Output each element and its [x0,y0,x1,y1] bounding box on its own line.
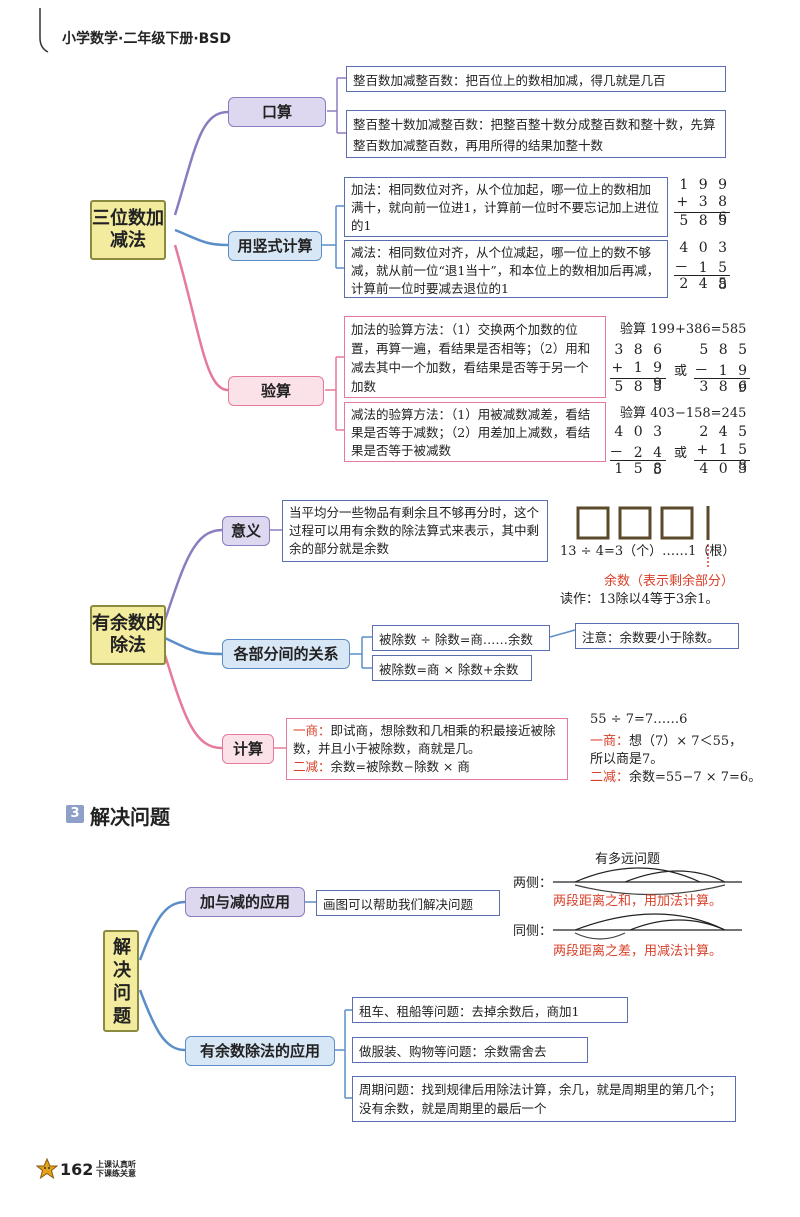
vertical-add-rule: 加法：相同数位对齐，从个位加起，哪一位上的数相加满十，就向前一位进1，计算前一位… [344,177,668,237]
node-mental: 口算 [228,97,326,127]
ex-step-2-text: 余数=55−7 × 7=6。 [629,770,762,785]
step-2-label: 二减： [293,759,331,774]
calc-add-result: 5 8 5 [679,213,730,229]
check-sub-c2-l1: 2 4 5 [699,424,750,440]
both-sides-note: 两段距离之和，用加法计算。 [553,894,723,909]
calc-sub-result: 2 4 5 [679,276,730,292]
division-app-1: 租车、租船等问题：去掉余数后，商加1 [352,997,628,1023]
step-1-label: 一商： [293,723,331,738]
check-sub-c1-l2: － 2 4 5 [609,445,665,478]
check-sub-title: 验算 403−158=245 [620,406,747,421]
step-2-text: 余数=被除数−除数 × 商 [330,759,470,774]
ex-step-1-label: 一商： [590,734,630,749]
node-relations: 各部分间的关系 [222,639,350,669]
check-add-c2-l2: － 1 9 9 [694,363,750,396]
matchstick-squares [576,506,710,540]
distance-diagram-same [553,913,742,940]
mental-rule-1: 整百数加减整百数：把百位上的数相加减，得几就是几百 [346,66,726,92]
same-side-note: 两段距离之差，用减法计算。 [553,944,723,959]
topic-division: 有余数的除法 [90,605,166,665]
star-mascot-icon [36,1158,58,1180]
same-side-label: 同侧： [513,924,553,939]
node-add-sub-app: 加与减的应用 [185,887,305,917]
check-add-c2-res: 3 8 6 [699,379,750,395]
or-label-2: 或 [674,446,688,461]
slogan-line-1: 上课认真听 [96,1160,136,1169]
check-sub-c2-l2: + 1 5 8 [696,442,750,474]
compute-ex-3: 所以商是7。 [590,752,664,767]
read-as: 读作：13除以4等于3余1。 [560,592,719,607]
or-label: 或 [674,364,688,379]
division-example: 13 ÷ 4=3（个）……1（根） [560,544,736,559]
relation-note: 注意：余数要小于除数。 [575,623,739,649]
check-add-c1-l1: 3 8 6 [614,342,665,358]
topic-three-digit: 三位数加减法 [90,200,166,260]
page-header: 小学数学·二年级下册·BSD [62,31,232,47]
meaning-text: 当平均分一些物品有剩余且不够再分时，这个过程可以用有余数的除法算式来表示，其中剩… [282,500,548,562]
distance-title: 有多远问题 [595,852,661,867]
both-sides-label: 两侧： [513,876,553,891]
section-number-icon: 3 [66,805,84,823]
check-sub-rule: 减法的验算方法：（1）用被减数减差，看结果是否等于减数；（2）用差加上减数，看结… [344,402,606,462]
calc-sub-line1: 4 0 3 [679,240,730,256]
check-add-c1-l2: + 1 9 9 [611,360,665,392]
page-number: 162 [60,1160,94,1179]
distance-diagram-both [553,867,742,896]
node-vertical: 用竖式计算 [228,231,322,261]
relation-2: 被除数=商 × 除数+余数 [372,655,532,681]
division-app-2: 做服装、购物等问题：余数需舍去 [352,1037,588,1063]
compute-ex-4: 二减：余数=55−7 × 7=6。 [590,766,761,785]
vertical-sub-rule: 减法：相同数位对齐，从个位减起，哪一位上的数不够减，就从前一位“退1当十”，和本… [344,240,668,298]
ex-step-2-label: 二减： [590,770,630,785]
mental-rule-2: 整百整十数加减整百数：把整百整十数分成整百数和整十数，先算整百数加减整百数，再用… [346,110,726,158]
check-add-c1-res: 5 8 5 [614,379,665,395]
topic-solve: 解决问题 [103,930,139,1032]
compute-ex-2: 一商：想（7）× 7＜55， [590,730,742,749]
slogan-line-2: 下课练关意 [96,1169,136,1178]
calc-sub-line2: － 1 5 8 [674,260,730,293]
node-compute: 计算 [222,734,274,764]
section-heading: 解决问题 [90,805,170,829]
node-check: 验算 [228,376,324,406]
compute-steps: 一商：即试商，想除数和几相乘的积最接近被除数，并且小于被除数，商就是几。 二减：… [286,718,568,780]
division-app-3: 周期问题：找到规律后用除法计算，余几，就是周期里的第几个；没有余数，就是周期里的… [352,1076,736,1122]
check-add-rule: 加法的验算方法：（1）交换两个加数的位置，再算一遍，看结果是否相等；（2）用和减… [344,316,606,398]
node-meaning: 意义 [222,516,270,546]
check-sub-c1-l1: 4 0 3 [614,424,665,440]
check-add-c2-l1: 5 8 5 [699,342,750,358]
footer-slogan: 上课认真听 下课练关意 [96,1160,136,1178]
node-division-app: 有余数除法的应用 [185,1036,335,1066]
add-sub-app-text: 画图可以帮助我们解决问题 [316,890,500,916]
check-sub-c2-res: 4 0 3 [699,461,750,477]
ex-step-1-text: 想（7）× 7＜55， [629,734,743,749]
calc-add-line1: 1 9 9 [679,177,730,193]
relation-1: 被除数 ÷ 除数=商……余数 [372,625,550,651]
step-1-text: 即试商，想除数和几相乘的积最接近被除数，并且小于被除数，商就是几。 [293,723,556,756]
calc-add-line2: + 3 8 6 [676,194,730,226]
remainder-note: 余数（表示剩余部分） [604,574,735,589]
compute-ex-1: 55 ÷ 7=7……6 [590,712,688,727]
check-sub-c1-res: 1 5 8 [614,461,665,477]
check-add-title: 验算 199+386=585 [620,322,747,337]
